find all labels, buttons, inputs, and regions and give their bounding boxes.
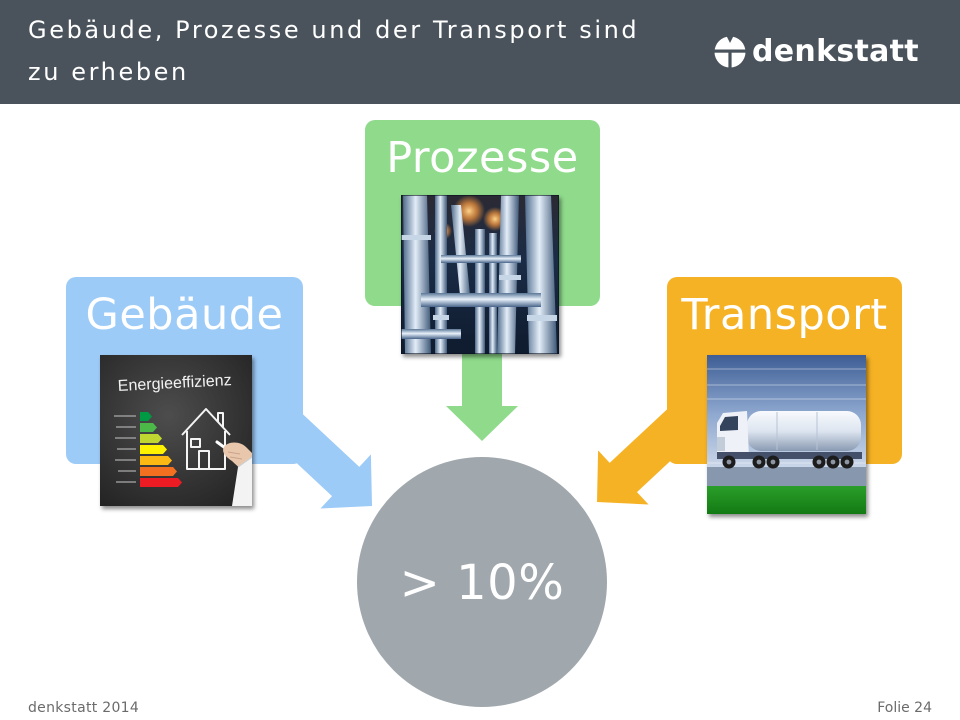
tanker-truck-image bbox=[707, 355, 866, 514]
footer-slide-number: Folie 24 bbox=[877, 700, 932, 716]
rating-labels bbox=[114, 415, 136, 483]
pipes bbox=[401, 195, 557, 354]
logo-wordmark: denkstatt bbox=[752, 34, 919, 69]
tanker-truck bbox=[717, 411, 862, 469]
footer-company-year: denkstatt 2014 bbox=[28, 700, 140, 716]
box-label-prozesse: Prozesse bbox=[386, 133, 579, 183]
denkstatt-logo-icon bbox=[714, 36, 746, 68]
center-circle: > 10% bbox=[357, 457, 607, 707]
slide-header: Gebäude, Prozesse und der Transport sind… bbox=[0, 0, 960, 104]
slide-title: Gebäude, Prozesse und der Transport sind… bbox=[28, 16, 640, 86]
chalkboard-heading: Energieeffizienz bbox=[117, 372, 232, 395]
box-label-gebaeude: Gebäude bbox=[85, 290, 284, 340]
denkstatt-logo: denkstatt bbox=[714, 34, 934, 72]
box-label-transport: Transport bbox=[681, 290, 888, 340]
industrial-pipes-image bbox=[401, 195, 559, 354]
hand-with-chalk bbox=[215, 440, 252, 506]
energy-efficiency-chalkboard-image: Energieeffizienz bbox=[100, 355, 252, 506]
center-value: > 10% bbox=[399, 555, 565, 611]
energy-rating-bars bbox=[140, 412, 182, 487]
